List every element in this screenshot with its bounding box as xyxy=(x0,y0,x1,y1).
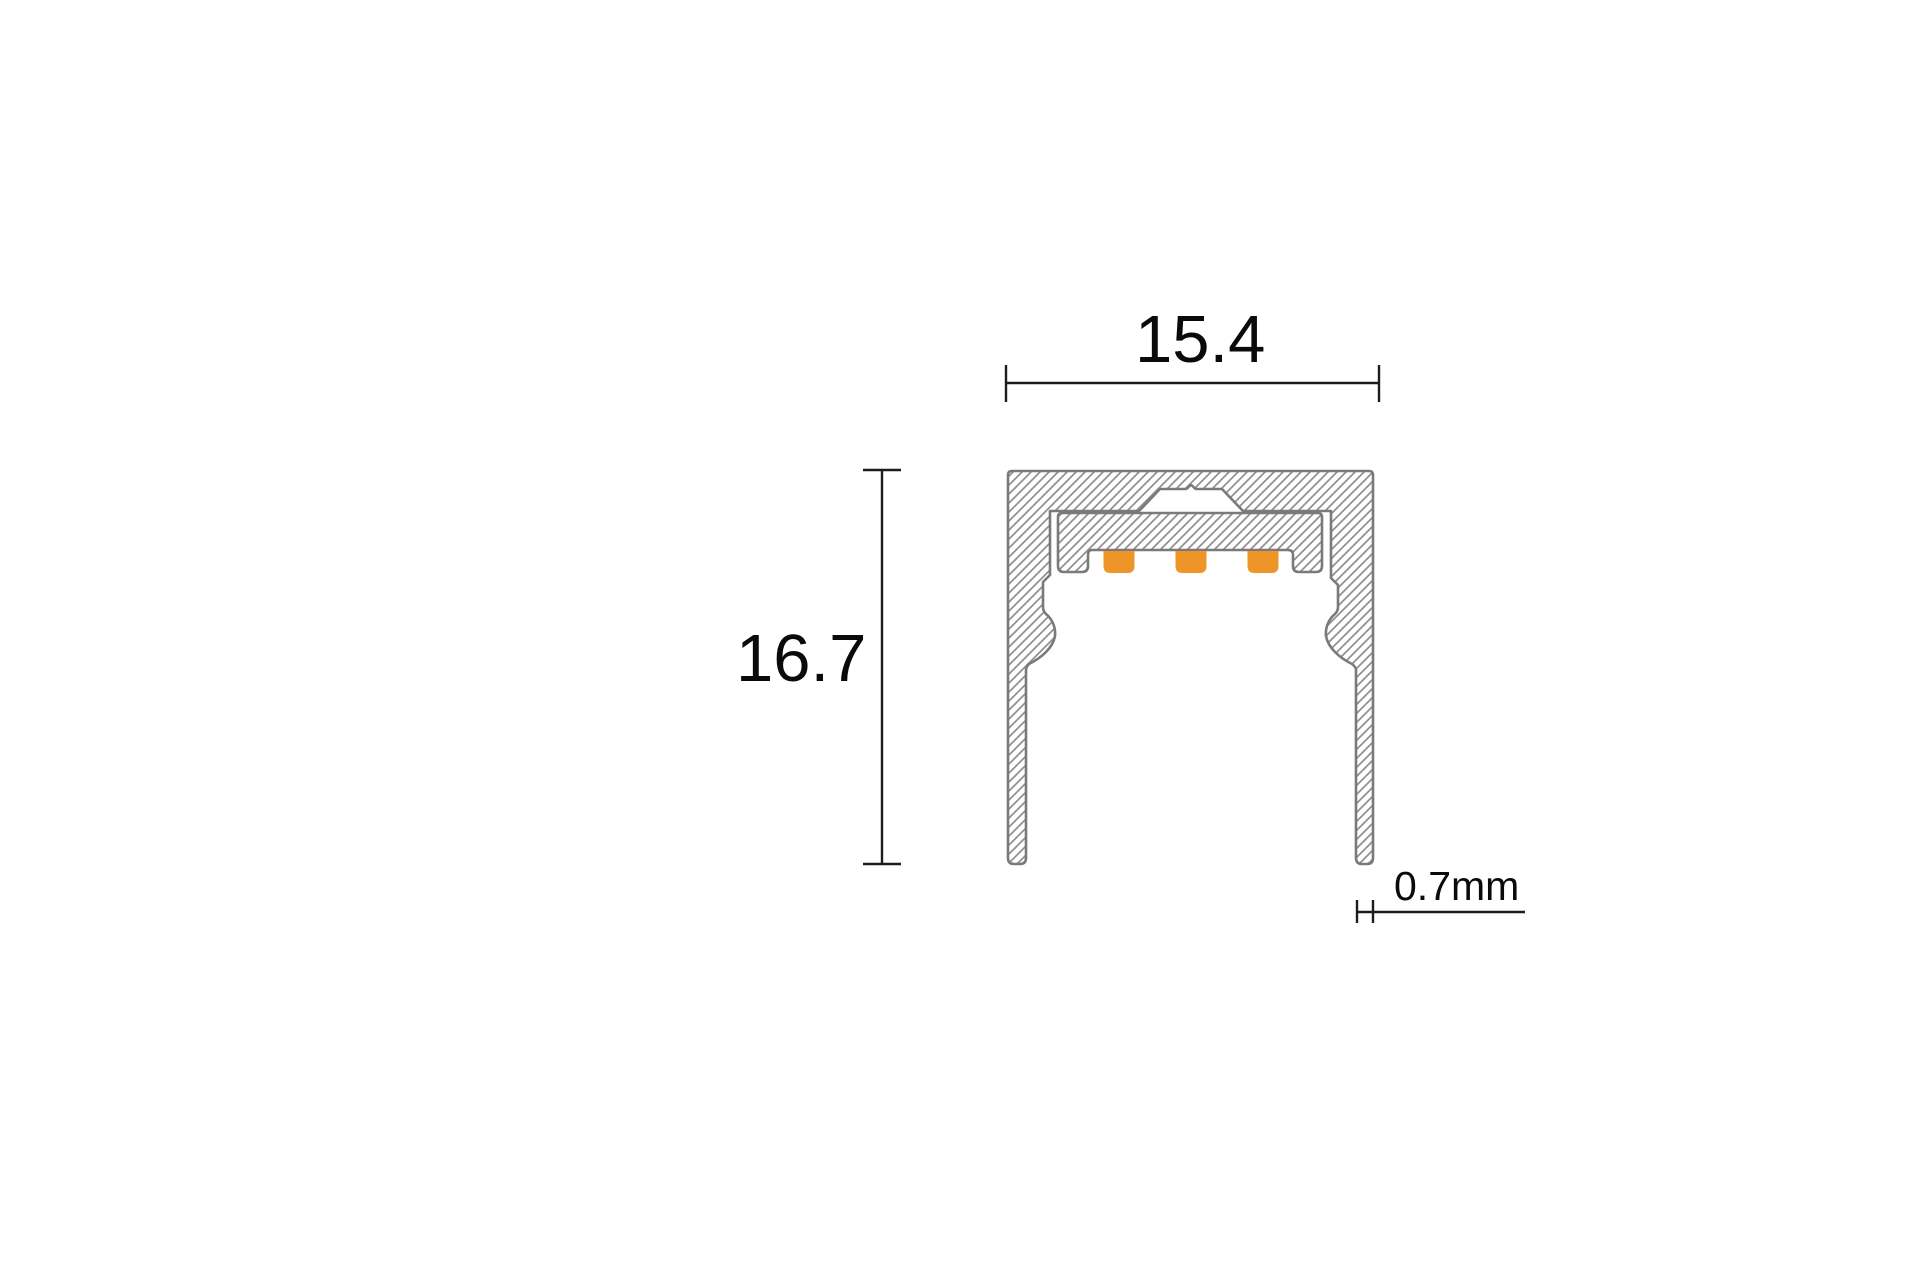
width-dimension-label: 15.4 xyxy=(1135,302,1266,377)
width-dimension xyxy=(1004,365,1381,402)
wall-thickness-label: 0.7mm xyxy=(1394,863,1520,909)
led-pad-center xyxy=(1175,551,1207,573)
height-dimension-label: 16.7 xyxy=(736,621,867,696)
led-pad-right xyxy=(1247,551,1279,573)
height-dimension xyxy=(863,468,901,866)
led-pad-left xyxy=(1103,551,1135,573)
diffuser-cover xyxy=(1056,511,1324,574)
wall-thickness-dimension xyxy=(1355,900,1525,923)
profile-body xyxy=(1006,469,1375,866)
